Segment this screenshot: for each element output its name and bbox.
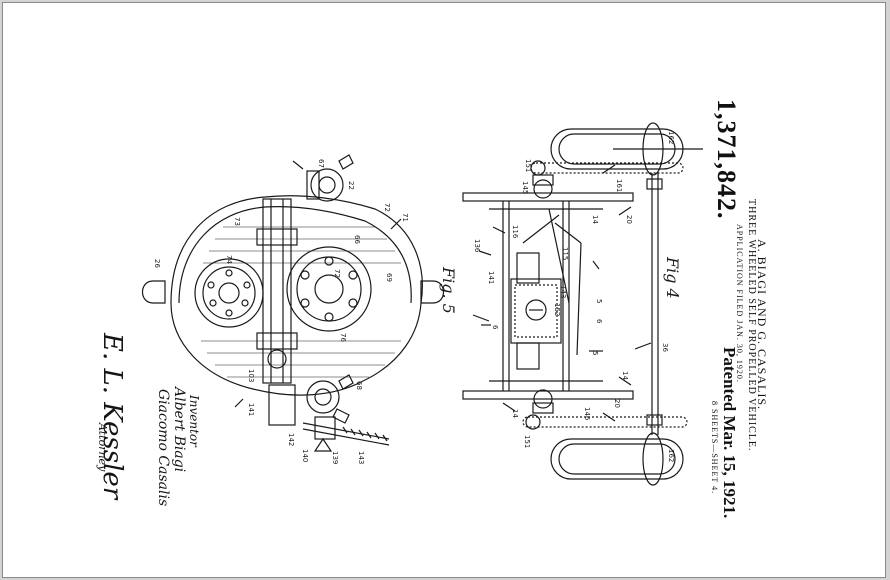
svg-text:152: 152 xyxy=(553,303,561,316)
svg-text:162: 162 xyxy=(667,131,675,144)
svg-text:74: 74 xyxy=(225,255,233,264)
svg-text:69: 69 xyxy=(385,273,393,282)
svg-text:68: 68 xyxy=(355,381,363,390)
patented-date: Patented Mar. 15, 1921. xyxy=(720,347,739,519)
svg-text:66: 66 xyxy=(353,235,361,244)
svg-text:116: 116 xyxy=(511,225,519,239)
svg-text:14: 14 xyxy=(511,409,519,418)
svg-text:5: 5 xyxy=(595,299,603,303)
svg-text:151: 151 xyxy=(523,435,531,448)
svg-text:151: 151 xyxy=(524,159,532,172)
svg-text:136: 136 xyxy=(473,239,481,253)
svg-text:67: 67 xyxy=(317,159,325,168)
svg-text:72: 72 xyxy=(333,269,341,278)
svg-text:20: 20 xyxy=(625,215,633,224)
svg-text:143: 143 xyxy=(559,285,567,298)
fig5-label: Fig. 5 xyxy=(439,266,458,314)
svg-text:20: 20 xyxy=(613,399,621,408)
svg-text:76: 76 xyxy=(339,333,347,342)
svg-text:146: 146 xyxy=(583,407,591,421)
svg-text:36: 36 xyxy=(661,343,669,352)
svg-text:72: 72 xyxy=(383,203,391,212)
fig5-drawing xyxy=(141,154,445,452)
svg-text:6: 6 xyxy=(595,319,603,324)
inventor-signature-1: Albert Biagi xyxy=(171,387,187,473)
svg-text:145: 145 xyxy=(521,181,529,194)
inventor-label: Inventor xyxy=(187,395,201,447)
fig4-label: Fig 4 xyxy=(663,256,682,299)
svg-text:5: 5 xyxy=(591,351,599,355)
patent-number: 1,371,842. xyxy=(712,99,741,220)
patent-drawing: 151 145 161 14 20 116 115 136 141 5 6 6 … xyxy=(141,122,703,486)
svg-text:115: 115 xyxy=(561,247,569,260)
svg-text:103: 103 xyxy=(247,369,255,382)
svg-text:142: 142 xyxy=(287,433,295,446)
svg-text:161: 161 xyxy=(615,179,623,192)
svg-text:139: 139 xyxy=(331,451,339,464)
fig4-drawing xyxy=(462,122,703,486)
svg-text:71: 71 xyxy=(401,213,409,222)
svg-text:162: 162 xyxy=(667,449,675,462)
attorney-signature: E. L. Kessler xyxy=(97,333,127,500)
svg-text:140: 140 xyxy=(301,449,309,462)
svg-text:26: 26 xyxy=(153,259,161,268)
svg-text:14: 14 xyxy=(591,215,599,224)
svg-text:6: 6 xyxy=(491,325,499,330)
svg-text:22: 22 xyxy=(347,181,355,190)
svg-text:14: 14 xyxy=(621,371,629,380)
svg-text:141: 141 xyxy=(247,403,255,416)
svg-text:73: 73 xyxy=(233,217,241,226)
svg-text:143: 143 xyxy=(357,451,365,464)
attorney-label: Attorney xyxy=(96,423,109,472)
inventor-signature-2: Giacomo Casalis xyxy=(155,389,171,507)
sheet-count: 8 SHEETS—SHEET 4. xyxy=(710,401,719,495)
svg-text:141: 141 xyxy=(487,271,495,284)
patent-title: THREE WHEELED SELF PROPELLED VEHICLE. xyxy=(746,199,757,452)
